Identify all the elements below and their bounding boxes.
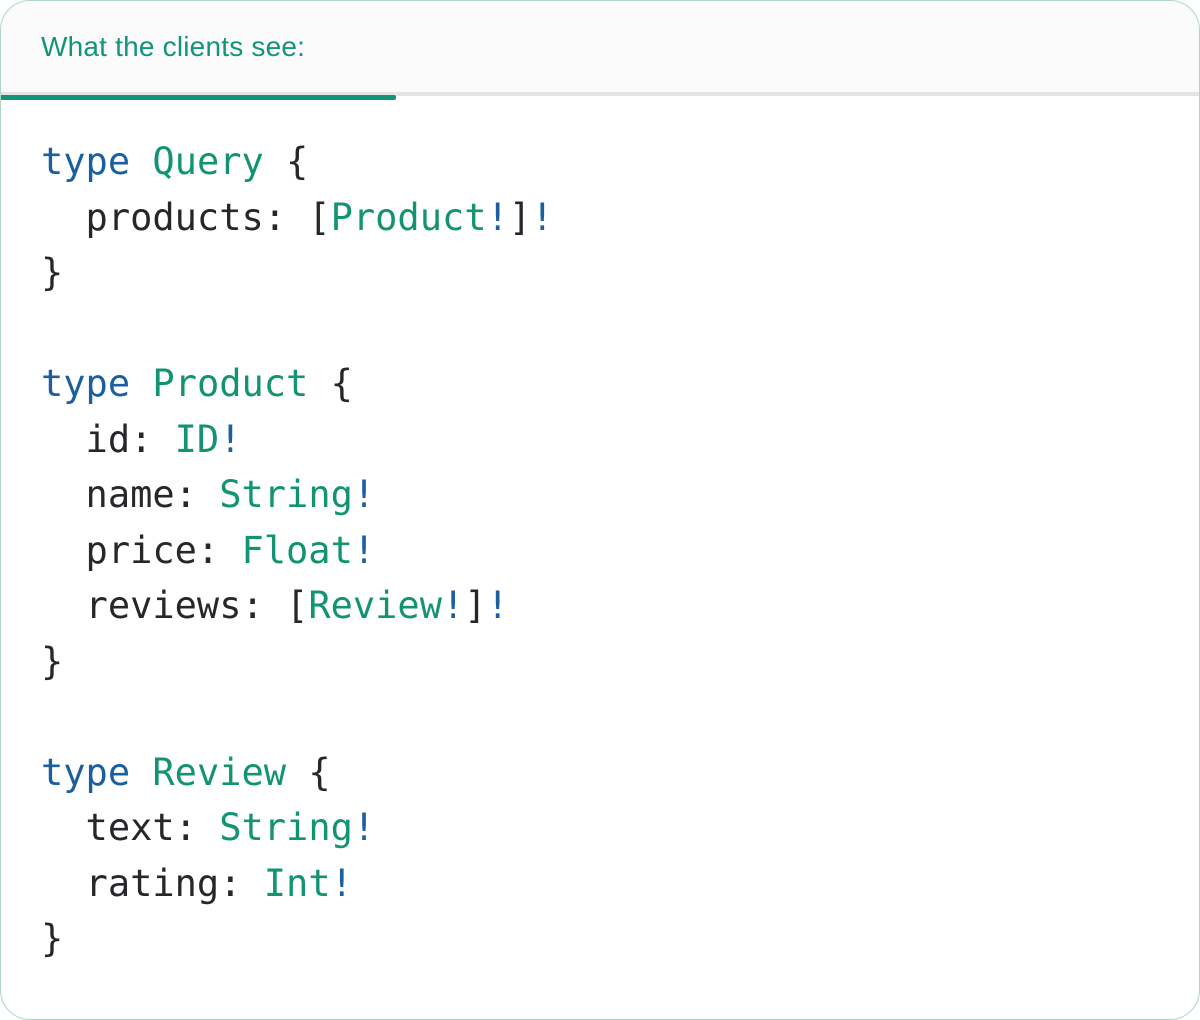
code-token-bang: ! bbox=[352, 806, 376, 849]
code-token-keyword: type bbox=[41, 140, 131, 183]
code-line: type Review { bbox=[41, 745, 1159, 801]
graphql-schema-code: type Query { products: [Product!]!} type… bbox=[1, 96, 1199, 967]
code-token-bang: ! bbox=[531, 195, 554, 239]
code-token-plain bbox=[130, 751, 152, 794]
code-token-plain: ] bbox=[508, 195, 532, 239]
code-token-type: String bbox=[219, 806, 353, 849]
code-line: products: [Product!]! bbox=[41, 190, 1159, 246]
code-line: text: String! bbox=[41, 800, 1159, 856]
code-token-plain bbox=[130, 362, 152, 405]
code-line: name: String! bbox=[41, 467, 1159, 523]
code-token-type: String bbox=[219, 473, 353, 516]
code-token-keyword: type bbox=[41, 362, 131, 405]
code-token-plain: { bbox=[263, 140, 309, 183]
code-line: type Product { bbox=[41, 356, 1159, 412]
code-token-bang: ! bbox=[352, 473, 376, 516]
code-token-bang: ! bbox=[219, 417, 242, 461]
code-token-plain: rating: bbox=[41, 861, 264, 905]
code-token-type: Product bbox=[152, 362, 309, 405]
code-token-bang: ! bbox=[330, 861, 353, 905]
code-token-type: Float bbox=[241, 528, 353, 572]
code-token-type: Product bbox=[330, 195, 487, 239]
code-token-plain: name: bbox=[41, 473, 220, 516]
tab-what-clients-see[interactable]: What the clients see: bbox=[41, 30, 306, 62]
code-token-plain: } bbox=[41, 917, 64, 960]
code-token-plain: reviews: [ bbox=[41, 584, 309, 627]
code-token-type: Query bbox=[152, 140, 264, 183]
code-token-bang: ! bbox=[486, 195, 509, 239]
code-line: rating: Int! bbox=[41, 856, 1159, 912]
code-line: id: ID! bbox=[41, 412, 1159, 468]
code-token-type: Int bbox=[263, 861, 331, 905]
active-tab-underline bbox=[1, 95, 396, 100]
code-line: } bbox=[41, 634, 1159, 690]
code-token-plain: { bbox=[286, 750, 331, 794]
code-token-type: ID bbox=[174, 417, 220, 461]
code-token-plain: price: bbox=[41, 528, 242, 572]
code-token-plain: } bbox=[41, 251, 64, 294]
code-line: price: Float! bbox=[41, 523, 1159, 579]
code-token-bang: ! bbox=[352, 528, 376, 572]
code-token-plain: products: [ bbox=[41, 195, 331, 239]
code-token-keyword: type bbox=[41, 750, 131, 794]
code-token-bang: ! bbox=[486, 584, 509, 627]
code-line: } bbox=[41, 911, 1159, 967]
code-line: type Query { bbox=[41, 134, 1159, 190]
code-line: reviews: [Review!]! bbox=[41, 578, 1159, 634]
code-line bbox=[41, 301, 1159, 357]
panel-header: What the clients see: bbox=[1, 1, 1199, 96]
code-token-plain: ] bbox=[464, 584, 487, 627]
code-token-type: Review bbox=[308, 584, 442, 627]
code-token-plain: } bbox=[41, 639, 64, 683]
code-line bbox=[41, 689, 1159, 745]
code-token-bang: ! bbox=[441, 584, 465, 627]
code-token-plain bbox=[130, 140, 152, 183]
code-line: } bbox=[41, 245, 1159, 301]
code-token-plain: id: bbox=[41, 417, 175, 461]
code-token-plain: text: bbox=[41, 806, 220, 849]
code-token-type: Review bbox=[152, 750, 287, 794]
code-token-plain: { bbox=[308, 362, 353, 405]
